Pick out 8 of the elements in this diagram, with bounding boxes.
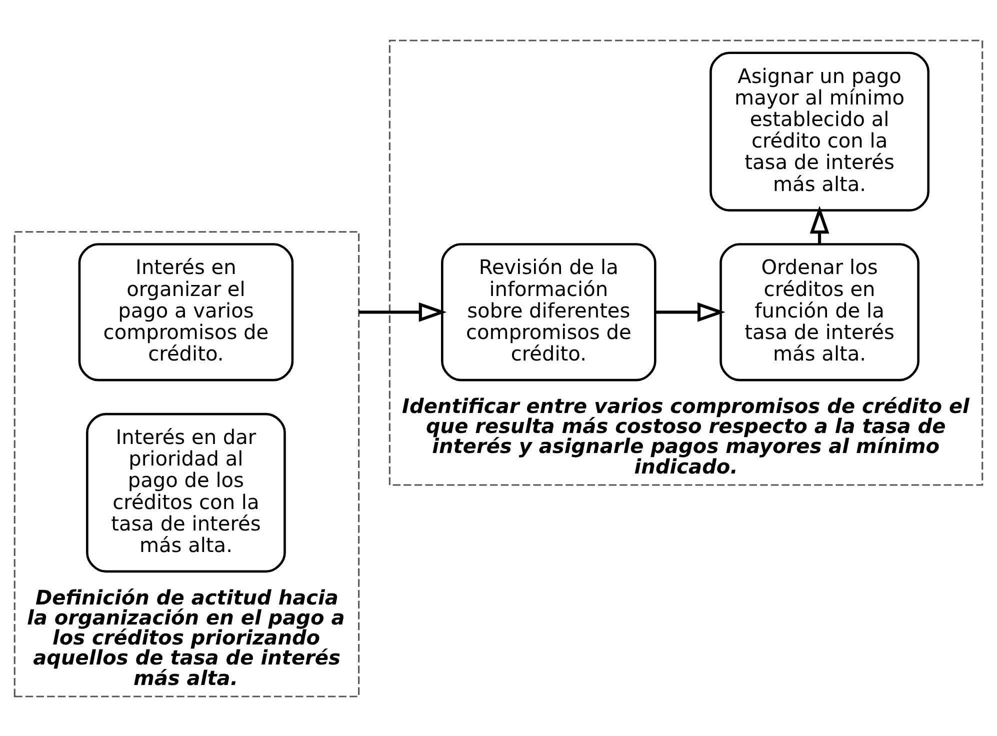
arrow [810,205,830,244]
arrow [655,302,726,322]
node-box: Interés en dar prioridad al pago de los créditos con la tasa de interés más alta. [86,412,286,572]
node-box: Asignar un pago mayor al mínimo establecido al crédito con la tasa de interés más alta. [710,51,930,211]
node-box: Revisión de la información sobre diferentes compromisos de crédito. [441,242,656,381]
node-box: Ordenar los créditos en función de la tasa de interés más alta. [720,242,920,381]
node-box: Interés en organizar el pago a varios compromisos de crédito. [78,242,294,381]
arrow [358,302,447,322]
